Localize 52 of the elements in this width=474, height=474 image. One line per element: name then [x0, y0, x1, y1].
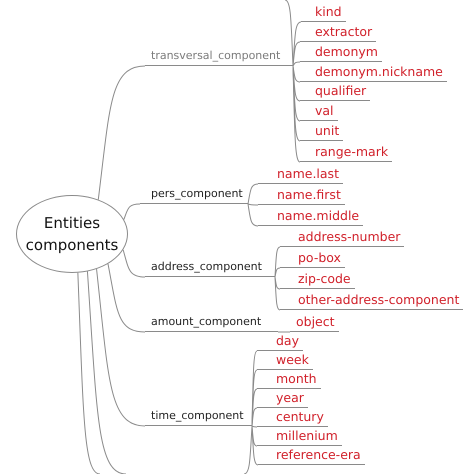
leaf-label: other-address-component [280, 292, 464, 310]
branch-line [292, 62, 300, 66]
leaf-label: year [257, 390, 308, 408]
branch-line [77, 272, 100, 474]
leaf-label: zip-code [280, 271, 355, 289]
branch-line [284, 0, 294, 66]
leaf-label: reference-era [258, 447, 365, 465]
branch-line [86, 271, 126, 474]
branch-line [274, 276, 280, 310]
branch-line [292, 42, 300, 66]
branch-line [252, 426, 258, 428]
leaf-label: month [257, 371, 321, 389]
leaf-label: val [300, 103, 338, 121]
branch-line [274, 246, 280, 278]
leaf-label: address-number [280, 229, 404, 247]
leaf-label: day [257, 333, 303, 351]
leaf-label: range-mark [300, 144, 392, 162]
branch-line [122, 249, 146, 278]
leaf-label: century [257, 409, 328, 427]
branch-line [248, 184, 258, 204]
leaf-label: millenium [257, 428, 342, 446]
leaf-label: extractor [300, 24, 376, 42]
leaf-label: unit [300, 123, 344, 141]
branch-label: amount_component [145, 314, 278, 332]
leaf-label: demonym [300, 44, 382, 62]
branch-line [274, 276, 280, 290]
branch-line [98, 66, 146, 200]
branch-line [248, 204, 258, 206]
branch-line [248, 204, 258, 226]
topic-ellipse: Entities components [16, 195, 128, 273]
branch-label: pers_component [140, 186, 248, 204]
leaf-label: demonym.nickname [300, 64, 447, 82]
branch-line [108, 263, 146, 332]
leaf-label: name.last [258, 166, 343, 184]
leaf-label: name.middle [258, 208, 364, 226]
leaf-label: qualifier [300, 83, 370, 101]
branch-label: transversal_component [145, 48, 293, 66]
branch-line [96, 268, 146, 426]
leaf-label: name.first [258, 187, 345, 205]
branch-line [292, 66, 300, 82]
branch-label: address_component [145, 259, 275, 277]
branch-line [252, 408, 258, 426]
branch-label: time_component [145, 408, 252, 426]
branch-line [123, 204, 140, 220]
branch-line [244, 426, 252, 474]
leaf-label: po-box [280, 250, 345, 268]
leaf-label: week [257, 352, 313, 370]
branch-line [292, 66, 300, 162]
leaf-label: object [290, 314, 339, 332]
branch-line [274, 268, 280, 278]
leaf-label: kind [301, 4, 346, 22]
branch-line [252, 388, 258, 426]
